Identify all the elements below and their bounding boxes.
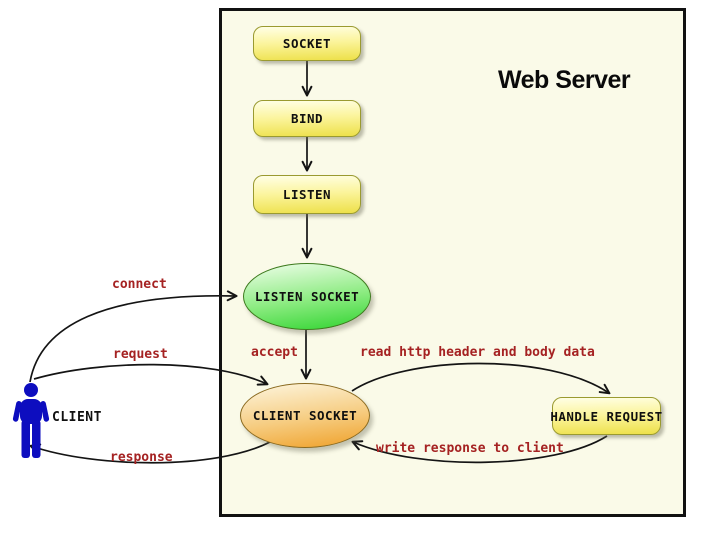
socket-node-label: SOCKET (282, 36, 332, 51)
bind-node-label: BIND (290, 111, 324, 126)
response-arrow (29, 441, 271, 464)
listen-socket-node-label: LISTEN SOCKET (254, 289, 360, 304)
listen-socket-node: LISTEN SOCKET (243, 263, 371, 330)
connect-edge-label: connect (112, 277, 167, 292)
client-socket-node-label: CLIENT SOCKET (252, 408, 358, 423)
bind-node: BIND (253, 100, 361, 137)
accept-edge-label: accept (251, 345, 298, 360)
handle-request-node-label: HANDLE REQUEST (550, 408, 663, 424)
socket-node: SOCKET (253, 26, 361, 61)
listen-node-label: LISTEN (282, 187, 332, 202)
client-person-icon (12, 383, 50, 458)
listen-node: LISTEN (253, 175, 361, 214)
client-socket-node: CLIENT SOCKET (240, 383, 370, 448)
request-edge-label: request (113, 347, 168, 362)
connect-arrow (29, 290, 238, 383)
handle-request-node: HANDLE REQUEST (550, 397, 663, 435)
response-edge-label: response (110, 450, 173, 465)
read-arrow (351, 362, 611, 395)
write-edge-label: write response to client (376, 441, 564, 456)
write-arrow (351, 435, 608, 464)
request-arrow (33, 363, 269, 386)
client-label: CLIENT (52, 410, 102, 425)
web-server-title: Web Server (498, 66, 631, 94)
read-edge-label: read http header and body data (360, 345, 595, 360)
